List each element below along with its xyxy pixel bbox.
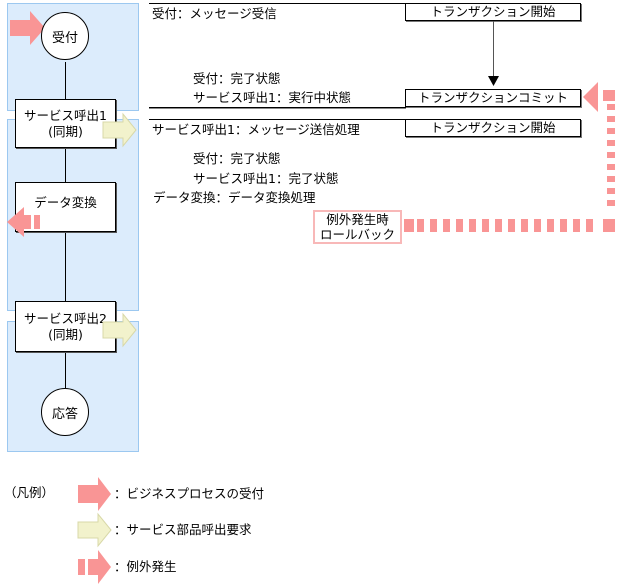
end-node-response[interactable]: 応答 bbox=[41, 388, 89, 436]
log-service1-send: サービス呼出1：メッセージ送信処理 bbox=[152, 122, 360, 137]
accept-arrow-icon bbox=[78, 477, 111, 511]
rollback-line1: 例外発生時 bbox=[326, 212, 389, 227]
accept-arrow-icon bbox=[10, 11, 45, 45]
end-node-label: 応答 bbox=[51, 406, 78, 422]
transaction-commit: トランザクションコミット bbox=[405, 89, 581, 107]
flow-connector bbox=[65, 352, 66, 388]
service-call-2-node[interactable]: サービス呼出2 (同期) bbox=[15, 301, 116, 352]
log-service1-complete: サービス呼出1：完了状態 bbox=[193, 171, 339, 186]
rollback-line2: ロールバック bbox=[319, 227, 395, 242]
exception-arrow-icon bbox=[7, 207, 40, 237]
legend-item-service-call: ：サービス部品呼出要求 bbox=[114, 522, 252, 537]
log-service1-running: サービス呼出1：実行中状態 bbox=[193, 90, 351, 105]
flow-connector bbox=[65, 62, 66, 100]
flow-connector bbox=[65, 148, 66, 182]
transaction-start-2: トランザクション開始 bbox=[405, 119, 581, 137]
exception-arrow-icon bbox=[78, 550, 111, 584]
data-transform-node[interactable]: データ変換 bbox=[15, 182, 116, 232]
log-data-transform: データ変換：データ変換処理 bbox=[153, 190, 316, 205]
service-call-1-mode: (同期) bbox=[48, 123, 83, 139]
transaction-start-1: トランザクション開始 bbox=[405, 3, 581, 21]
flow-connector bbox=[65, 232, 66, 302]
data-transform-label: データ変換 bbox=[34, 195, 97, 210]
row-divider bbox=[149, 3, 406, 4]
exception-rollback-path bbox=[404, 82, 615, 232]
row-divider bbox=[149, 119, 406, 120]
rollback-note: 例外発生時 ロールバック bbox=[313, 210, 402, 244]
service-call-1-label: サービス呼出1 bbox=[24, 107, 107, 123]
start-node-label: 受付 bbox=[51, 30, 78, 46]
log-receive-complete: 受付：完了状態 bbox=[193, 71, 281, 86]
log-receive-complete-2: 受付：完了状態 bbox=[193, 151, 281, 166]
service-call-arrow-icon bbox=[102, 312, 137, 348]
transaction-connector bbox=[493, 21, 494, 79]
service-call-arrow-icon bbox=[77, 512, 112, 548]
legend-item-exception: ：例外発生 bbox=[114, 559, 177, 574]
log-receive-message: 受付：メッセージ受信 bbox=[152, 6, 277, 21]
legend-item-accept: ：ビジネスプロセスの受付 bbox=[114, 486, 265, 501]
service-call-2-label: サービス呼出2 bbox=[24, 310, 107, 326]
row-divider bbox=[149, 107, 406, 109]
service-call-2-mode: (同期) bbox=[48, 326, 83, 342]
service-call-1-node[interactable]: サービス呼出1 (同期) bbox=[15, 99, 116, 148]
start-node-receive[interactable]: 受付 bbox=[41, 12, 89, 60]
service-call-arrow-icon bbox=[102, 112, 137, 148]
legend-title: （凡例） bbox=[4, 485, 55, 500]
down-arrow-icon bbox=[488, 76, 499, 86]
